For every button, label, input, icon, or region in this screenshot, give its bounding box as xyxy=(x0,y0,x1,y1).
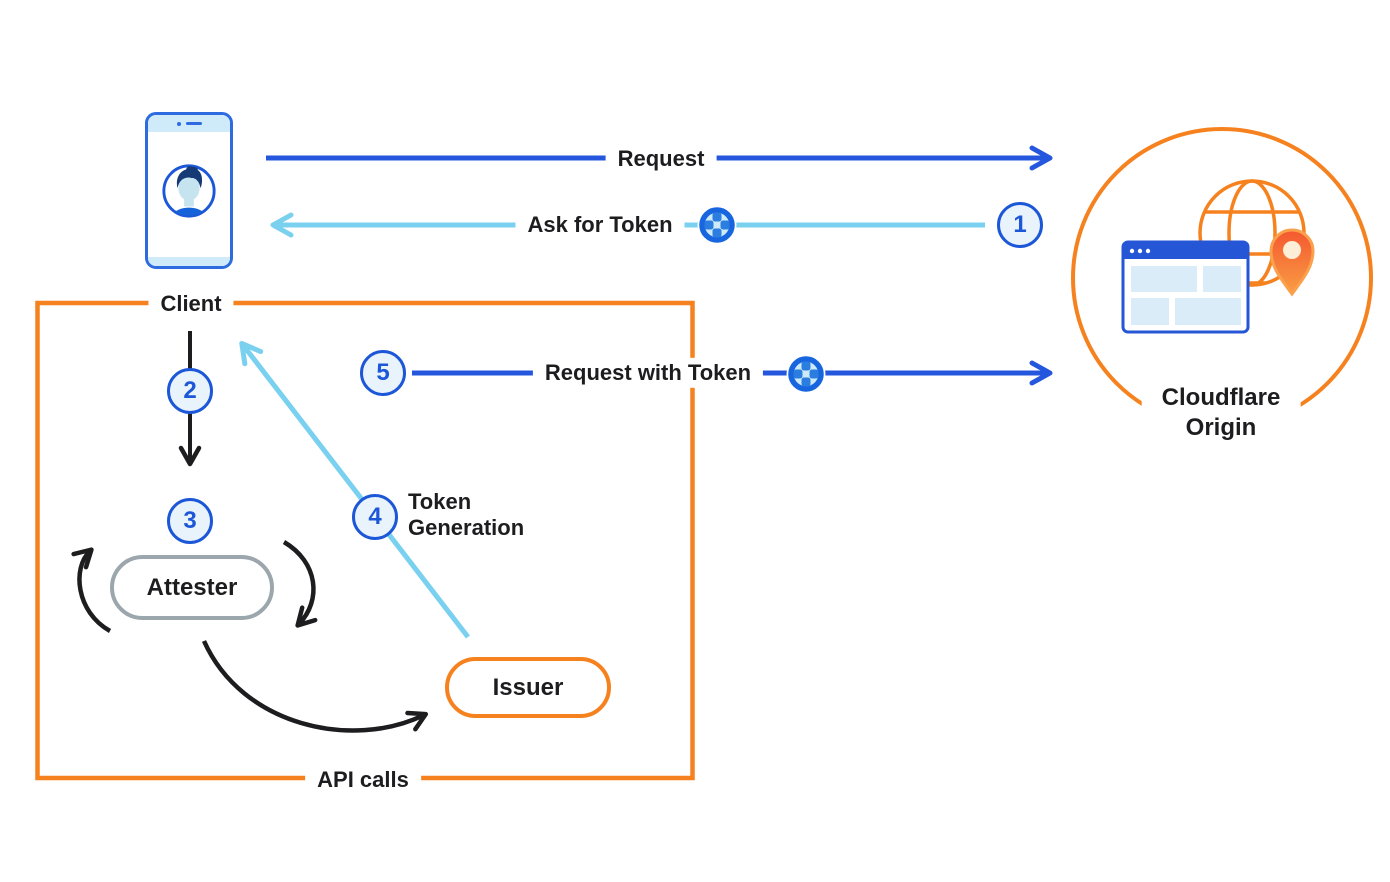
step-circle-1: 1 xyxy=(997,202,1043,248)
token-generation-line2: Generation xyxy=(408,515,525,540)
token-generation-line1: Token xyxy=(408,489,472,514)
phone-speaker-dash xyxy=(185,121,202,126)
client-label: Client xyxy=(148,288,234,320)
request-with-token-label: Request with Token xyxy=(532,357,764,389)
attester-loop-right-arrow xyxy=(282,540,318,628)
cloudflare-origin-label: Cloudflare Origin xyxy=(1141,379,1301,447)
step-circle-4: 4 xyxy=(352,494,398,540)
step-circle-2: 2 xyxy=(167,368,213,414)
token-generation-label: Token Generation xyxy=(408,489,524,541)
cloudflare-origin-label-line1: Cloudflare xyxy=(1161,384,1281,411)
attester-to-issuer-arrow xyxy=(201,640,429,733)
token-icon xyxy=(698,206,737,245)
browser-window-icon xyxy=(1121,240,1250,334)
api-calls-label: API calls xyxy=(305,764,421,796)
step-circle-5: 5 xyxy=(360,350,406,396)
cloudflare-origin-label-line2: Origin xyxy=(1185,414,1257,441)
issuer-node: Issuer xyxy=(445,657,611,718)
issuer-label: Issuer xyxy=(492,673,564,701)
phone-camera-dot xyxy=(176,121,181,126)
attester-loop-left-arrow xyxy=(71,547,112,633)
attester-label: Attester xyxy=(146,573,238,601)
client-device-icon xyxy=(145,112,233,269)
request-arrow-label: Request xyxy=(605,143,717,175)
token-icon xyxy=(787,355,826,394)
issuer-to-client-arrow xyxy=(239,340,470,639)
user-avatar-icon xyxy=(162,164,216,218)
phone-footer-band xyxy=(148,257,230,266)
phone-speaker-bar xyxy=(148,115,230,132)
attester-node: Attester xyxy=(110,555,274,620)
ask-for-token-label: Ask for Token xyxy=(515,209,685,241)
step-circle-3: 3 xyxy=(167,498,213,544)
location-pin-icon xyxy=(1269,228,1315,297)
